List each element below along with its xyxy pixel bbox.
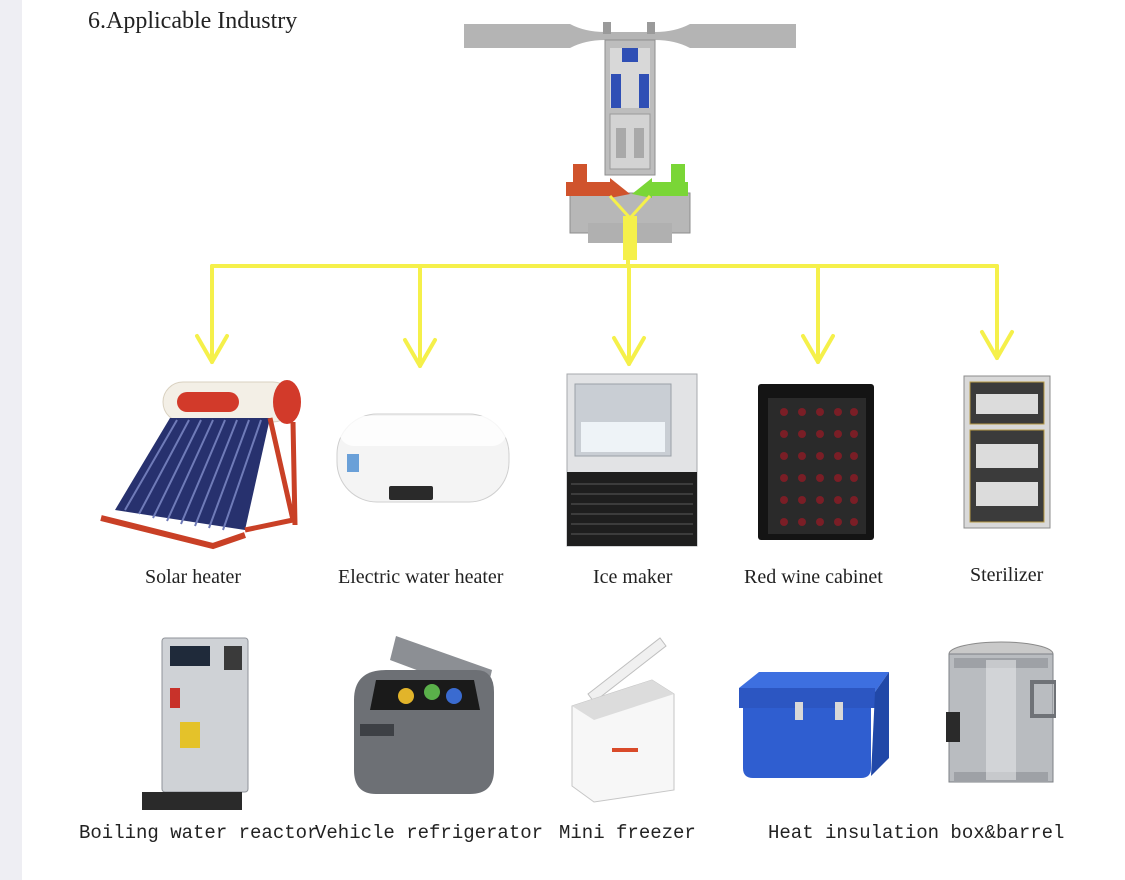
label-mini-freezer: Mini freezer [559, 822, 696, 844]
label-vehicle-refrigerator: Vehicle refrigerator [315, 822, 544, 844]
label-solar-heater: Solar heater [145, 566, 242, 588]
vehicle-refrigerator-icon [354, 636, 494, 794]
label-boiling-water-reactor: Boiling water reactor [79, 822, 319, 844]
insulation-box-icon [739, 672, 889, 778]
page-title: 6.Applicable Industry [88, 8, 298, 34]
solar-heater-icon [100, 380, 301, 550]
electric-water-heater-icon [336, 413, 510, 503]
ice-maker-icon [566, 373, 698, 547]
mini-freezer-icon [571, 637, 675, 803]
label-ice-maker: Ice maker [593, 566, 673, 588]
sterilizer-icon [963, 375, 1051, 529]
wine-cabinet-icon [758, 384, 874, 540]
insulation-barrel-icon [946, 641, 1056, 783]
boiling-water-reactor-icon [142, 637, 249, 810]
label-sterilizer: Sterilizer [970, 564, 1044, 586]
left-margin-strip [0, 0, 22, 880]
label-electric-water-heater: Electric water heater [338, 566, 504, 588]
label-red-wine-cabinet: Red wine cabinet [744, 566, 883, 588]
label-heat-insulation: Heat insulation box&barrel [768, 822, 1065, 844]
thermostatic-valve-illustration [464, 22, 796, 260]
